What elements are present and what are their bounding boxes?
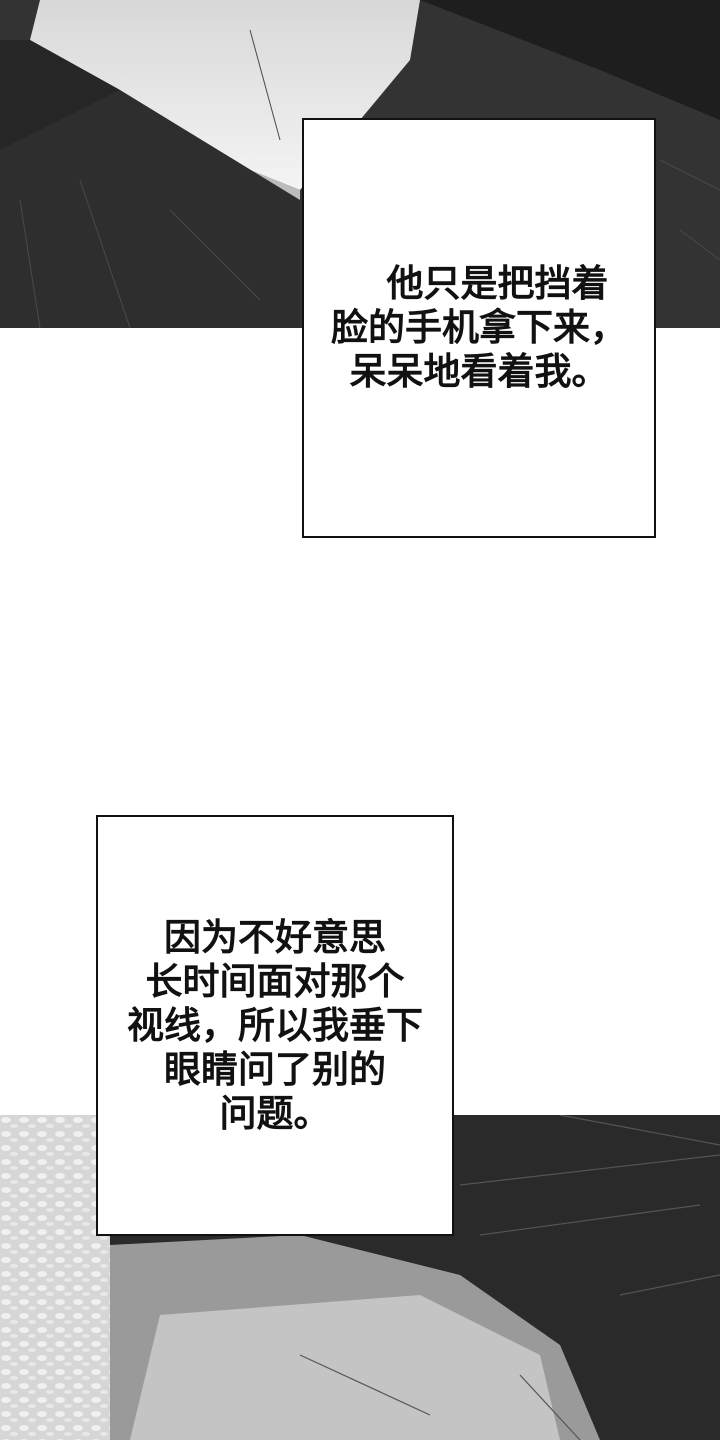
caption-line: 眼睛问了别的 [164, 1047, 386, 1091]
caption-line: 问题。 [219, 1091, 331, 1135]
caption-line: 脸的手机拿下来， [331, 306, 627, 349]
panel-artwork-bottom [0, 1115, 720, 1440]
caption-line: 因为不好意思 [164, 915, 386, 959]
caption-box-2: 因为不好意思 长时间面对那个 视线，所以我垂下 眼睛问了别的 问题。 [96, 815, 454, 1236]
caption-line: 他只是把挡着 [349, 262, 609, 305]
caption-box-1: 他只是把挡着 脸的手机拿下来， 呆呆地看着我。 [302, 118, 656, 538]
caption-line: 呆呆地看着我。 [349, 350, 609, 393]
caption-line: 长时间面对那个 [145, 959, 405, 1003]
caption-line: 视线，所以我垂下 [127, 1003, 423, 1047]
